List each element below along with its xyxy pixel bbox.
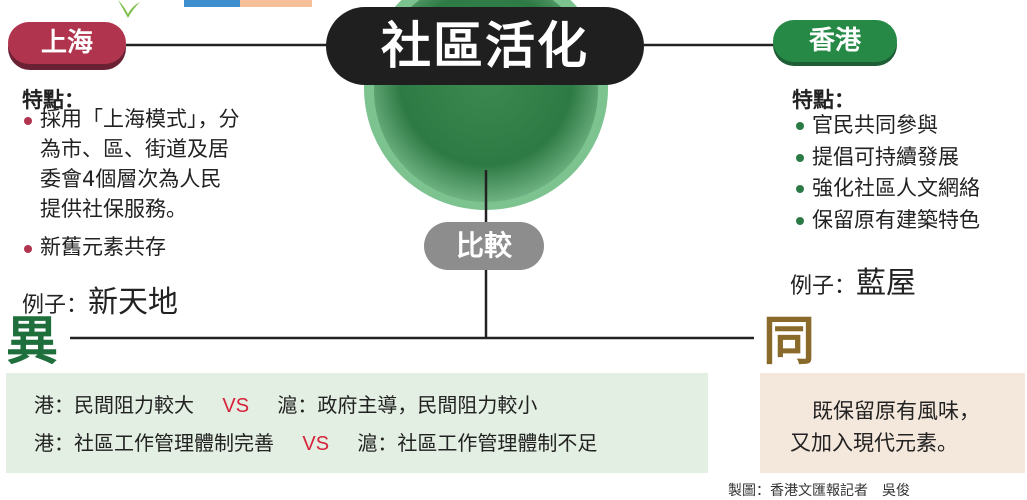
list-item: 保留原有建築特色 <box>796 205 1026 237</box>
top-banner-fragment <box>184 0 312 7</box>
hongkong-features-list: 官民共同參與 提倡可持續發展 強化社區人文網絡 保留原有建築特色 <box>796 110 1026 236</box>
difference-sh: 滬：社區工作管理體制不足 <box>357 431 598 455</box>
similarities-box: 既保留原有風味， 又加入現代元素。 <box>760 373 1025 473</box>
vs-label: VS <box>302 433 330 455</box>
list-item-label: 官民共同參與 <box>812 113 938 137</box>
bullet-icon <box>24 245 32 253</box>
difference-sh: 滬：政府主導，民間阻力較小 <box>277 393 538 417</box>
list-item-line: 新舊元素共存 <box>40 235 166 259</box>
list-item: 官民共同參與 <box>796 110 1026 142</box>
hongkong-example: 例子：藍屋 <box>790 258 916 302</box>
differences-heading: 異 <box>6 311 59 372</box>
list-item: 採用「上海模式」，分 為市、區、街道及居 委會4個層次為人民 提供社保服務。 <box>24 104 286 224</box>
difference-row: 港：民間阻力較大 VS 滬：政府主導，民間阻力較小 <box>34 389 537 418</box>
compare-label: 比較 <box>424 222 544 270</box>
shanghai-label: 上海 <box>8 22 126 64</box>
list-item-label: 保留原有建築特色 <box>812 207 980 232</box>
differences-box: 港：民間阻力較大 VS 滬：政府主導，民間阻力較小 港：社區工作管理體制完善 V… <box>6 373 708 473</box>
hongkong-features-heading: 特點： <box>792 88 855 112</box>
list-item-label: 提倡可持續發展 <box>812 144 959 169</box>
list-item: 強化社區人文網絡 <box>796 173 1026 205</box>
bullet-icon <box>796 122 804 130</box>
list-item: 新舊元素共存 <box>24 232 286 262</box>
title-banner: 社區活化 <box>326 7 644 85</box>
similarities-heading: 同 <box>763 311 816 372</box>
similarity-line: 又加入現代元素。 <box>790 431 958 455</box>
example-label: 例子： <box>790 274 857 299</box>
list-item-label: 強化社區人文網絡 <box>812 176 980 200</box>
bullet-icon <box>796 216 804 225</box>
difference-hk: 港：社區工作管理體制完善 <box>34 431 274 455</box>
example-value: 藍屋 <box>856 266 917 301</box>
bullet-icon <box>24 117 32 125</box>
list-item-line: 採用「上海模式」，分 <box>40 107 240 131</box>
hongkong-label: 香港 <box>773 20 897 62</box>
similarity-line: 既保留原有風味， <box>812 399 980 423</box>
list-item-line: 委會4個層次為人民 <box>40 167 222 191</box>
shanghai-features-heading: 特點： <box>22 88 85 112</box>
example-value: 新天地 <box>88 285 179 320</box>
list-item-line: 為市、區、街道及居 <box>40 137 229 161</box>
shanghai-features-list: 採用「上海模式」，分 為市、區、街道及居 委會4個層次為人民 提供社保服務。 新… <box>24 104 286 270</box>
example-label: 例子： <box>22 293 89 318</box>
vs-label: VS <box>222 395 250 417</box>
shanghai-example: 例子：新天地 <box>22 277 178 321</box>
bullet-icon <box>796 185 804 193</box>
list-item: 提倡可持續發展 <box>796 142 1026 174</box>
source-note: 製圖：香港文匯報記者 吳俊 <box>728 483 910 499</box>
list-item-line: 提供社保服務。 <box>40 197 187 221</box>
bullet-icon <box>796 153 804 162</box>
difference-hk: 港：民間阻力較大 <box>34 393 194 417</box>
difference-row: 港：社區工作管理體制完善 VS 滬：社區工作管理體制不足 <box>34 427 597 456</box>
leaf-decoration <box>118 0 140 18</box>
